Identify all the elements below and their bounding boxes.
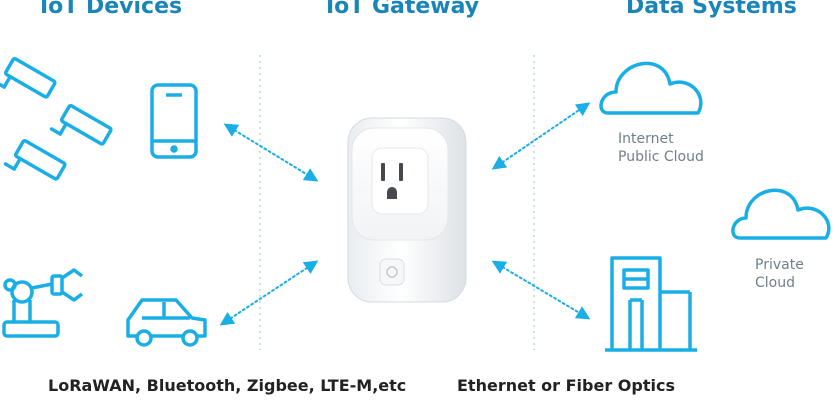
iot-devices-heading: IoT Devices — [40, 0, 183, 19]
data-systems-heading: Data Systems — [626, 0, 797, 19]
security-camera-icon — [0, 56, 113, 181]
office-building-icon — [605, 256, 697, 352]
cloud-icon — [731, 188, 831, 240]
private-label-line1: Private — [755, 257, 804, 273]
arrow-gateway-cloud — [491, 102, 591, 170]
smart-plug-gateway — [347, 117, 467, 303]
network-link-caption: Ethernet or Fiber Optics — [457, 376, 675, 395]
iot-gateway-heading: IoT Gateway — [326, 0, 480, 19]
private-cloud-label: Private Cloud — [755, 256, 804, 292]
car-icon — [126, 298, 207, 347]
private-label-line2: Cloud — [755, 275, 795, 291]
arrow-car-gateway — [219, 260, 319, 326]
internet-public-cloud-label: Internet Public Cloud — [618, 130, 704, 166]
device-protocols-caption: LoRaWAN, Bluetooth, Zigbee, LTE-M,etc — [48, 376, 407, 395]
internet-label-line1: Internet — [618, 131, 674, 147]
arrow-gateway-building — [491, 260, 591, 320]
internet-label-line2: Public Cloud — [618, 149, 704, 165]
smartphone-icon — [150, 83, 198, 159]
cloud-icon — [599, 61, 703, 115]
arrow-phone-gateway — [223, 123, 319, 182]
connection-arrows — [219, 102, 591, 326]
robotic-arm-icon — [2, 268, 84, 338]
